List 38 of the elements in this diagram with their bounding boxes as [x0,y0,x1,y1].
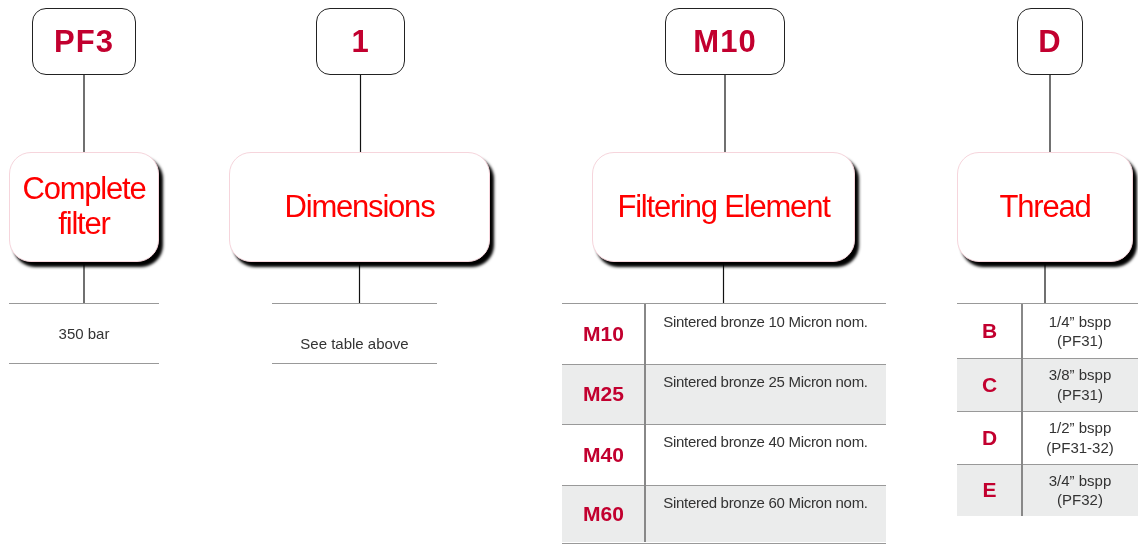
code-label: M10 [665,8,785,75]
spec-text: 350 bar [57,324,111,345]
option-code: M10 [582,321,625,348]
category-heading: Complete filter [9,152,159,262]
option-description: Sintered bronze 60 Micron nom. [645,485,886,542]
option-description: 3/4” bspp (PF32) [1022,464,1138,516]
code-label: 1 [316,8,405,75]
code-label: D [1017,8,1083,75]
spec-text: See table above [299,334,410,355]
connector-line [1044,260,1046,305]
option-description: Sintered bronze 10 Micron nom. [662,312,869,332]
category-heading: Dimensions [229,152,490,262]
connector-line [358,260,361,305]
option-description: 3/8” bspp (PF31) [1022,358,1138,411]
connector-line [1049,73,1051,154]
connector-line [83,73,85,154]
option-code: D [980,424,999,451]
option-table [562,303,886,544]
category-heading: Thread [957,152,1133,262]
connector-line [83,260,85,305]
option-description: Sintered bronze 25 Micron nom. [645,364,886,424]
option-code: M60 [562,485,645,542]
option-code: C [957,358,1022,411]
option-table [272,303,437,364]
option-table [9,303,159,364]
option-code: B [980,318,999,345]
code-label: PF3 [32,8,136,75]
connector-line [359,73,362,154]
option-description: 1/2” bspp (PF31-32) [1045,418,1115,458]
category-heading: Filtering Element [592,152,855,262]
option-code: E [957,464,1022,516]
option-table [957,303,1138,516]
option-description: 1/4” bspp (PF31) [1047,311,1113,351]
connector-line [724,73,726,154]
option-code: M25 [562,364,645,424]
option-code: M40 [582,441,625,468]
connector-line [722,260,725,305]
option-description: Sintered bronze 40 Micron nom. [662,432,869,452]
